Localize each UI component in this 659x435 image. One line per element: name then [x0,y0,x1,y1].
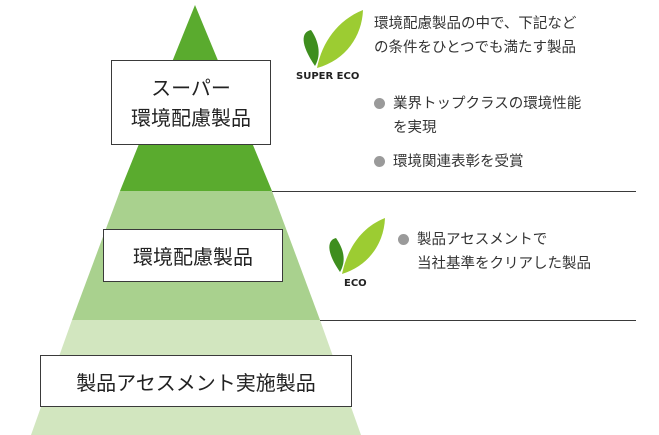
description-line: の条件をひとつでも満たす製品 [374,40,576,56]
tier-label-line: スーパー [151,75,231,100]
super-eco-leaf-icon [303,10,363,68]
bullet-text: を実現 [393,120,437,136]
bullet-dot-icon [374,98,385,109]
super-eco-description: 環境配慮製品の中で、下記など の条件をひとつでも満たす製品 [374,12,576,60]
eco-logo-text: ECO [344,278,367,289]
tier-label-line: 環境配慮製品 [131,105,251,130]
separator-line-bottom [320,320,636,321]
bullet-text: 環境関連表彰を受賞 [393,154,524,170]
tier-label-line: 環境配慮製品 [133,245,253,269]
bullet-text: 業界トップクラスの環境性能 [393,96,582,112]
eco-bullet-1: 製品アセスメントで 当社基準をクリアした製品 [398,228,591,276]
bullet-text: 当社基準をクリアした製品 [417,256,591,272]
super-eco-bullet-2: 環境関連表彰を受賞 [374,150,524,174]
super-eco-bullet-1: 業界トップクラスの環境性能 を実現 [374,92,581,140]
separator-line-top [272,191,636,192]
tier-label-assessment: 製品アセスメント実施製品 [40,355,352,407]
tier-label-super-eco: スーパー 環境配慮製品 [111,60,271,145]
bullet-dot-icon [374,156,385,167]
eco-leaf-icon [329,218,385,274]
super-eco-logo-text: SUPER ECO [296,71,360,82]
tier-label-eco: 環境配慮製品 [103,229,283,282]
bullet-dot-icon [398,234,409,245]
description-line: 環境配慮製品の中で、下記など [374,16,577,32]
tier-label-line: 製品アセスメント実施製品 [76,370,316,395]
bullet-text: 製品アセスメントで [417,232,548,248]
